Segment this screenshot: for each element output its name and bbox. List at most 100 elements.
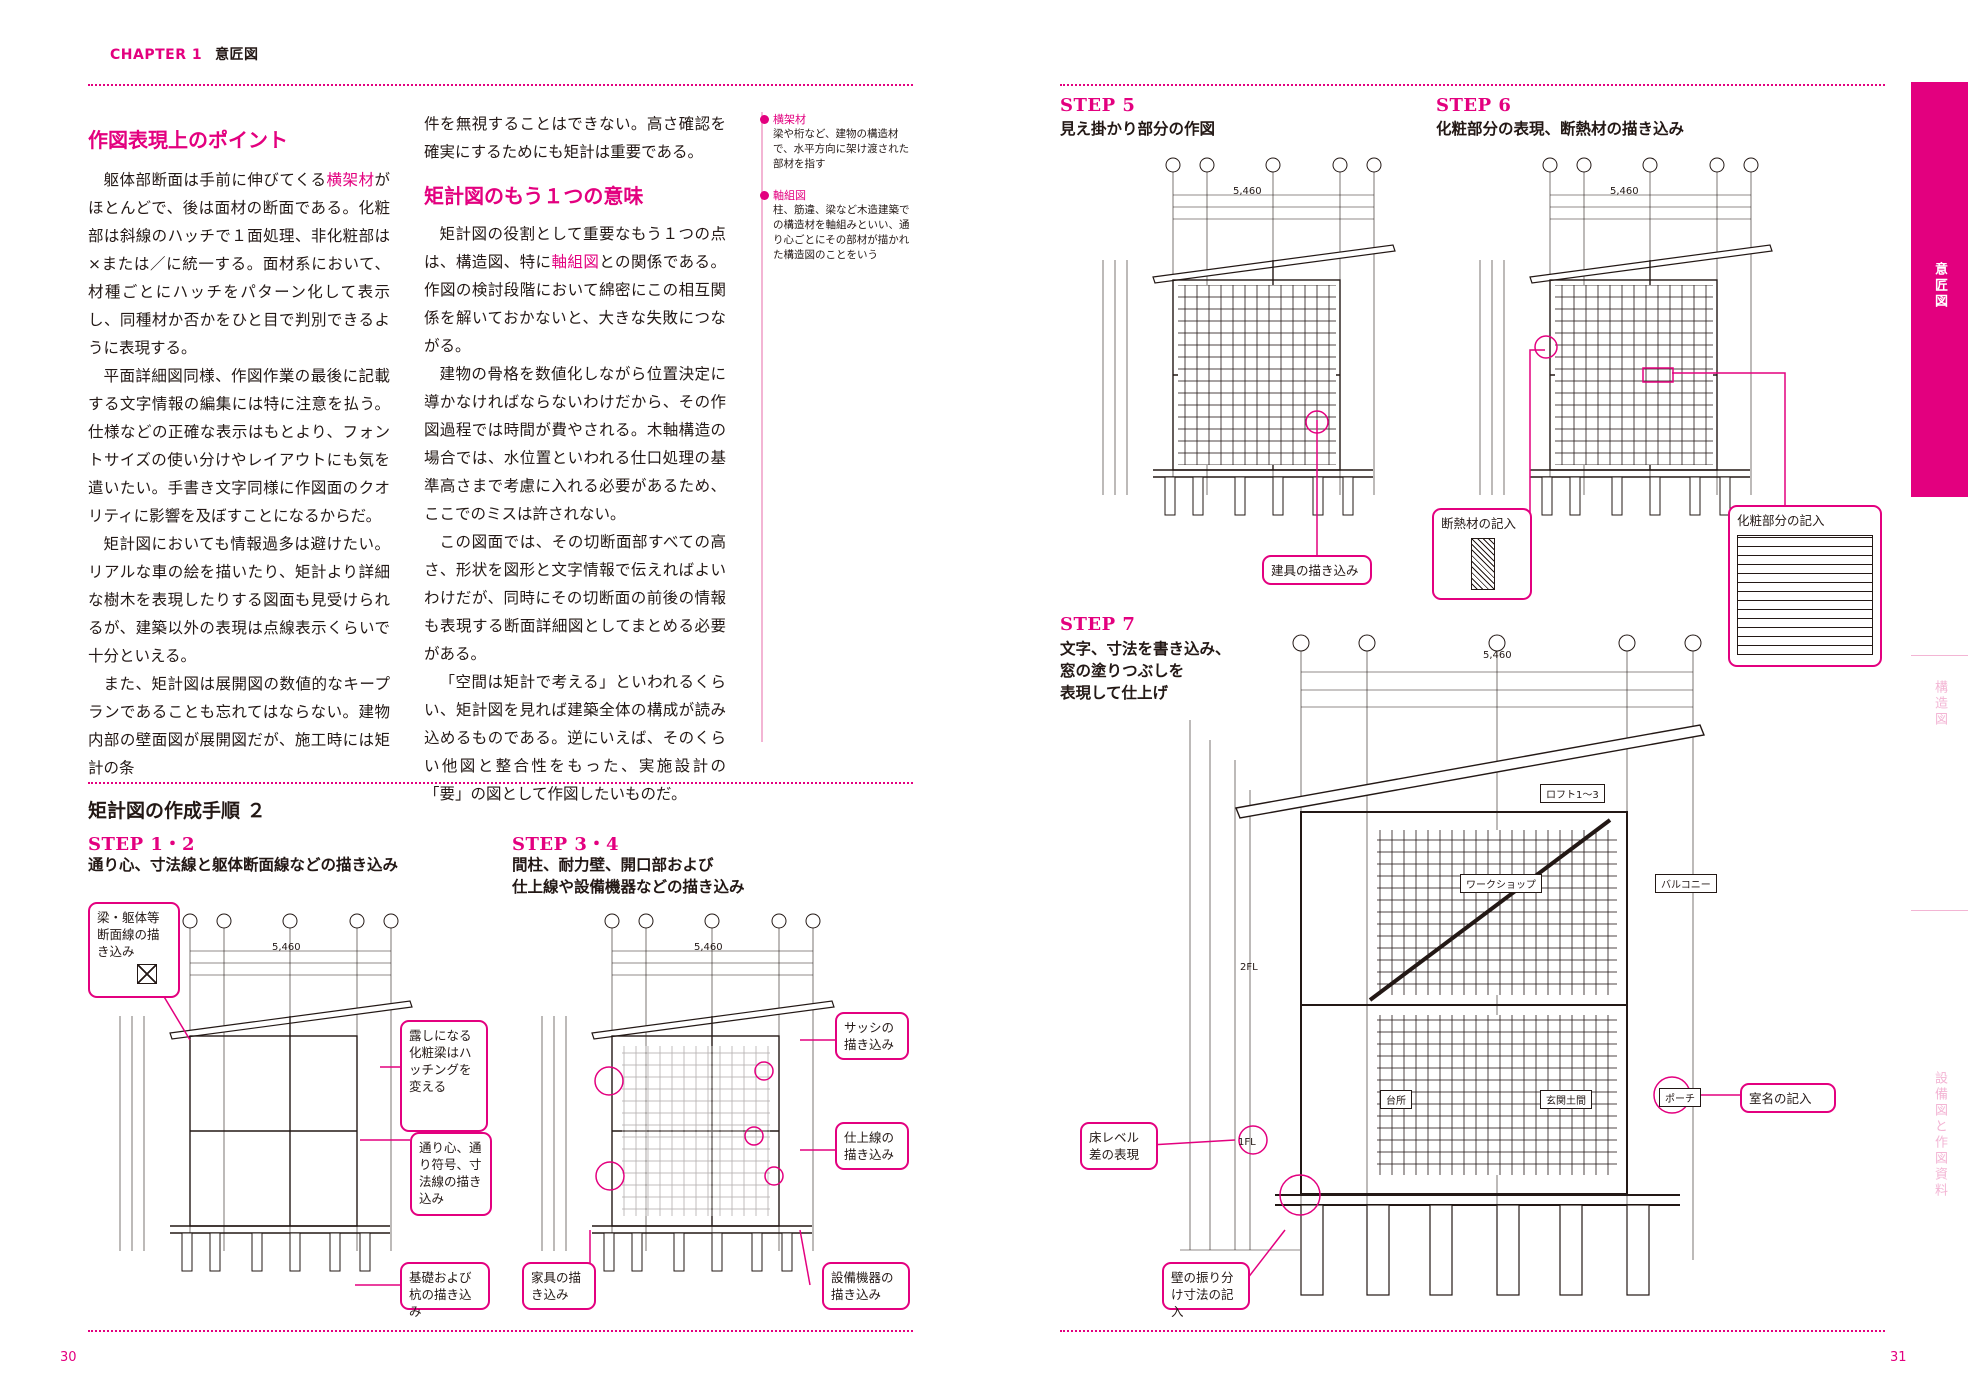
col1-text-4: また、矩計図は展開図の数値的なキープランであることも忘れてはならない。建物内部の… (88, 675, 390, 777)
callout-wall-dimension: 壁の振り分け寸法の記入 (1162, 1262, 1250, 1319)
col1-text-2: 平面詳細図同様、作図作業の最後に記載する文字情報の編集には特に注意を払う。仕様な… (88, 367, 390, 525)
col2-intro: 件を無視することはできない。高さ確認を確実にするためにも矩計は重要である。 (424, 115, 726, 161)
bullet-icon (760, 191, 769, 200)
side-tab-design[interactable]: 意匠図 (1911, 82, 1968, 497)
notes-divider (761, 112, 763, 742)
detail-thumbnail (1737, 535, 1873, 655)
section-heading-points: 作図表現上のポイント (88, 128, 288, 152)
side-tab-structure[interactable]: 構造図 (1911, 655, 1968, 795)
room-label-porch: ポーチ (1659, 1088, 1701, 1107)
dim-total-step12: 5,460 (272, 942, 301, 953)
callout-foundation: 基礎および杭の描き込み (400, 1262, 490, 1319)
page-number-left: 30 (60, 1350, 77, 1365)
room-label-loft: ロフト1〜3 (1540, 784, 1605, 803)
step5-drawing (1102, 157, 1396, 516)
dim-total-step5: 5,460 (1233, 186, 1262, 197)
callout-exposed-beam: 露しになる化粧梁はハッチングを変える (400, 1020, 488, 1132)
col1-text-1b: がほとんどで、後は面材の断面である。化粧部は斜線のハッチで１面処理、非化粧部は×… (88, 171, 390, 357)
callout-floor-level: 床レベル差の表現 (1080, 1122, 1158, 1170)
room-label-balcony: バルコニー (1655, 874, 1717, 893)
callout-text-6: 仕上線の描き込み (844, 1130, 895, 1162)
step5-label: STEP 5 (1060, 95, 1136, 116)
room-label-kitchen: 台所 (1380, 1090, 1412, 1109)
callout-equipment: 設備機器の描き込み (822, 1262, 910, 1310)
level-2fl: 2FL (1240, 962, 1258, 973)
dim-total-step7: 5,460 (1483, 650, 1512, 661)
callout-text-12: 室名の記入 (1749, 1091, 1812, 1106)
callout-text-3: 通り心、通り符号、寸法線の描き込み (419, 1140, 482, 1206)
dim-total-step6: 5,460 (1610, 186, 1639, 197)
callout-sash: サッシの描き込み (835, 1012, 909, 1060)
callout-text-14: 壁の振り分け寸法の記入 (1171, 1270, 1234, 1319)
footer-divider-right (1060, 1330, 1885, 1332)
callout-beam-section: 梁・躯体等断面線の描き込み (88, 902, 180, 998)
bullet-icon (760, 115, 769, 124)
step34-label: STEP 3・4 (512, 834, 619, 855)
callout-text-5: サッシの描き込み (844, 1020, 895, 1052)
side-tab-equipment[interactable]: 設備図と作図資料 (1911, 910, 1968, 1240)
step34-drawing (541, 913, 835, 1272)
keyword-ohkazai[interactable]: 横架材 (326, 171, 375, 189)
callout-text-10: 断熱材の記入 (1441, 516, 1517, 531)
step7-subtitle-1: 文字、寸法を書き込み、 (1060, 640, 1231, 658)
note-ohkazai: 横架材 梁や桁など、建物の構造材で、水平方向に架け渡された部材を指す (760, 112, 918, 172)
cross-hatch-icon (137, 964, 157, 984)
chapter-number: 1 (191, 47, 203, 63)
step12-subtitle: 通り心、寸法線と躯体断面線などの描き込み (88, 856, 399, 874)
callout-furniture: 家具の描き込み (522, 1262, 596, 1310)
body-column-1: 躯体部断面は手前に伸びてくる横架材がほとんどで、後は面材の断面である。化粧部は斜… (88, 166, 390, 782)
col1-text-1a: 躯体部断面は手前に伸びてくる (103, 171, 327, 189)
note-jikugumizu: 軸組図 柱、筋違、梁など木造建築での構造材を軸組みといい、通り心ごとにその部材が… (760, 188, 918, 263)
col2-text-1b: との関係である。作図の検討段階において綿密にこの相互関係を解いておかないと、大き… (424, 253, 726, 355)
keyword-jikugumizu[interactable]: 軸組図 (551, 253, 600, 271)
callout-room-name: 室名の記入 (1740, 1083, 1836, 1113)
callout-text-11: 化粧部分の記入 (1737, 513, 1825, 528)
chapter-header: CHAPTER 1 意匠図 (110, 44, 259, 64)
col2-text-3: この図面では、その切断面部すべての高さ、形状を図形と文字情報で伝えればよいわけだ… (424, 533, 726, 663)
callout-text-1: 梁・躯体等断面線の描き込み (97, 910, 160, 959)
header-divider-right (1060, 84, 1885, 86)
body-column-2: 件を無視することはできない。高さ確認を確実にするためにも矩計は重要である。 (424, 110, 726, 166)
col2-text-2: 建物の骨格を数値化しながら位置決定に導かなければならないわけだから、その作図過程… (424, 365, 726, 523)
footer-divider-left (88, 1330, 913, 1332)
chapter-title: 意匠図 (215, 47, 259, 63)
body-column-2b: 矩計図の役割として重要なもう１つの点は、構造図、特に軸組図との関係である。作図の… (424, 220, 726, 808)
step12-label: STEP 1・2 (88, 834, 195, 855)
step6-label: STEP 6 (1436, 95, 1512, 116)
step34-subtitle-1: 間柱、耐力壁、開口部および (512, 856, 714, 874)
step7-subtitle-3: 表現して仕上げ (1060, 684, 1169, 702)
note-term-1: 横架材 (773, 113, 806, 126)
page-number-right: 31 (1890, 1350, 1907, 1365)
step7-subtitle-2: 窓の塗りつぶしを (1060, 662, 1185, 680)
insulation-hatch-icon (1471, 538, 1495, 590)
step5-subtitle: 見え掛かり部分の作図 (1060, 120, 1216, 138)
callout-text-13: 床レベル差の表現 (1089, 1130, 1140, 1162)
step7-label: STEP 7 (1060, 614, 1136, 635)
side-notes: 横架材 梁や桁など、建物の構造材で、水平方向に架け渡された部材を指す 軸組図 柱… (760, 112, 918, 263)
note-term-2: 軸組図 (773, 189, 806, 202)
col2-text-1a: 矩計図の役割として重要なもう１つの点は、構造図、特に (424, 225, 726, 271)
step34-subtitle-2: 仕上線や設備機器などの描き込み (512, 878, 745, 896)
callout-text-2: 露しになる化粧梁はハッチングを変える (409, 1028, 472, 1094)
room-label-entry: 玄関土間 (1540, 1090, 1592, 1109)
callout-text-9: 建具の描き込み (1271, 563, 1359, 578)
callout-finish-line: 仕上線の描き込み (835, 1122, 909, 1170)
callout-text-7: 家具の描き込み (531, 1270, 582, 1302)
procedure-divider (88, 782, 913, 784)
dim-total-step34: 5,460 (694, 942, 723, 953)
step7-drawing (1180, 634, 1705, 1296)
col1-text-3: 矩計図においても情報過多は避けたい。リアルな車の絵を描いたり、矩計より詳細な樹木… (88, 535, 390, 665)
note-text-1: 梁や桁など、建物の構造材で、水平方向に架け渡された部材を指す (773, 128, 910, 170)
callout-fittings: 建具の描き込み (1262, 555, 1372, 585)
callout-text-4: 基礎および杭の描き込み (409, 1270, 472, 1319)
chapter-label: CHAPTER (110, 47, 187, 63)
step6-drawing (1479, 157, 1773, 516)
section-heading-meaning: 矩計図のもう１つの意味 (424, 184, 644, 208)
note-text-2: 柱、筋違、梁など木造建築での構造材を軸組みといい、通り心ごとにその部材が描かれた… (773, 204, 910, 261)
level-1fl: 1FL (1238, 1137, 1256, 1148)
callout-insulation: 断熱材の記入 (1432, 508, 1532, 600)
callout-exposed-part: 化粧部分の記入 (1728, 505, 1882, 667)
procedure-title: 矩計図の作成手順 ２ (88, 800, 266, 822)
callout-grid-lines: 通り心、通り符号、寸法線の描き込み (410, 1132, 492, 1216)
